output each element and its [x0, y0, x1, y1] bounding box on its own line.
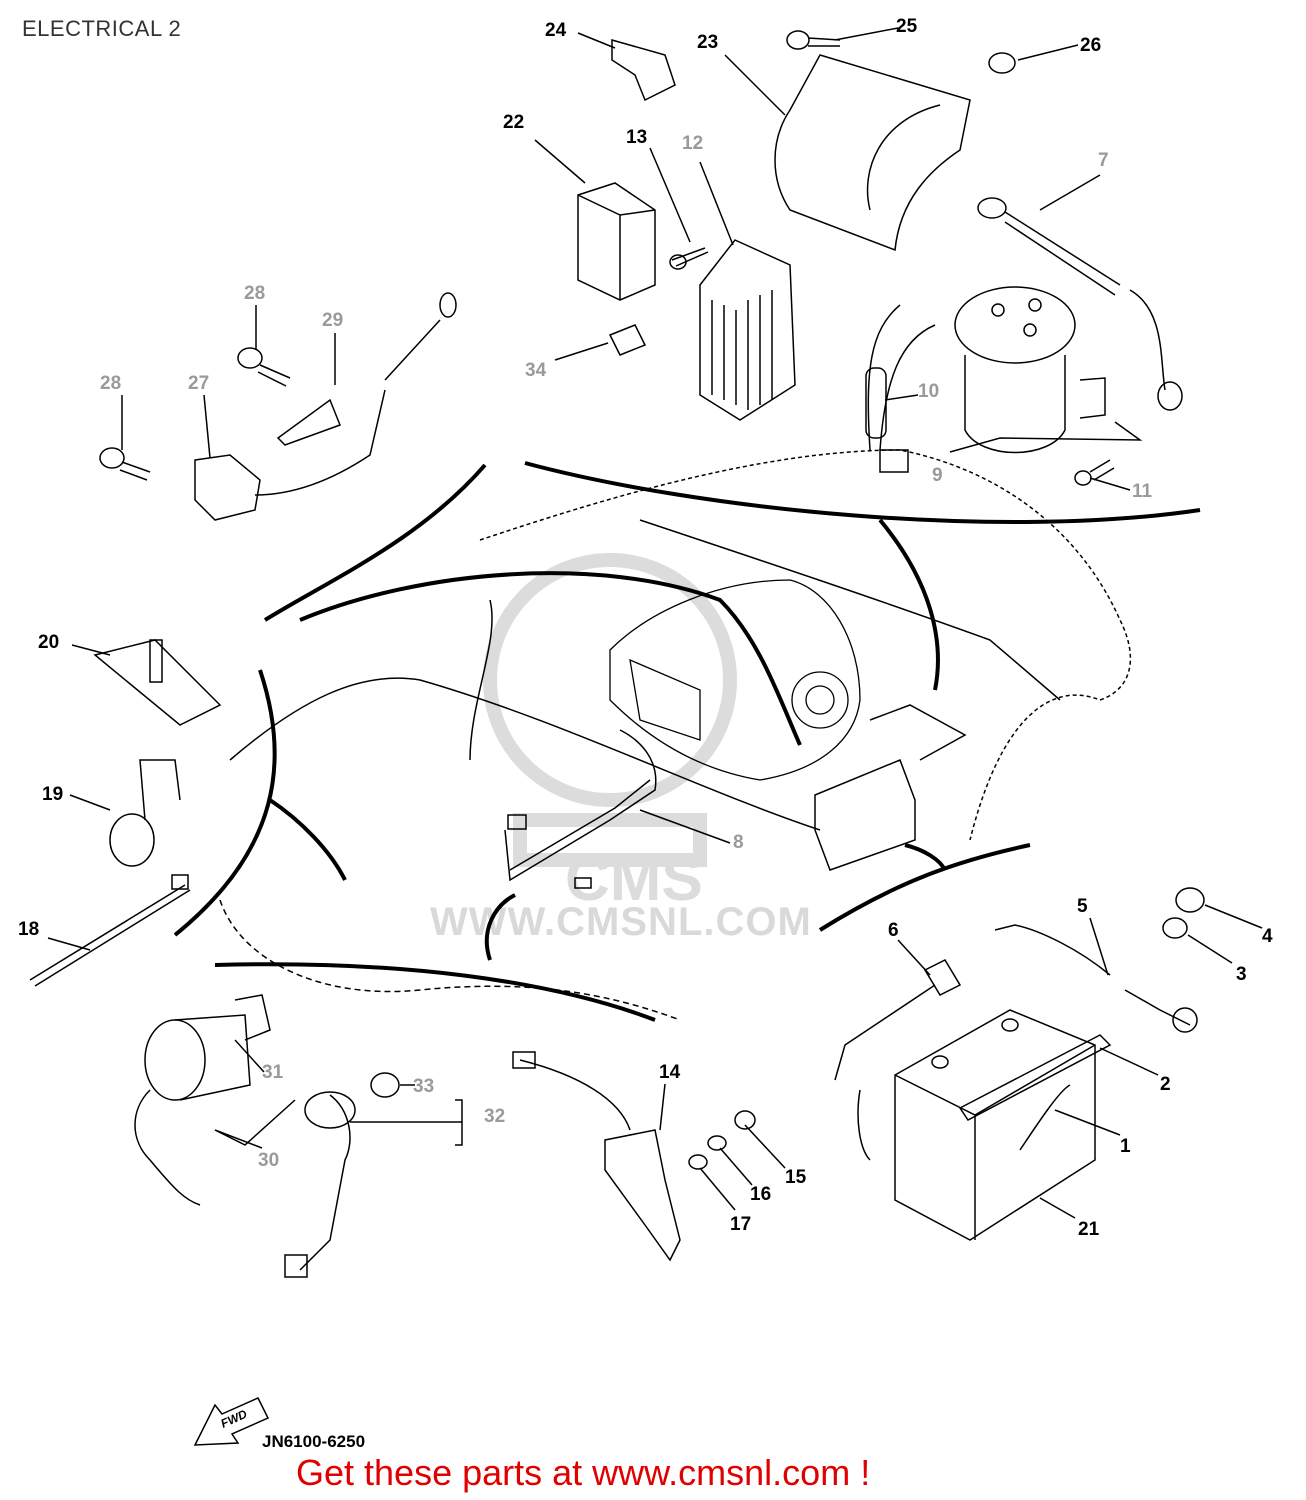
callout-12: 12 — [682, 133, 703, 154]
sensor-bracket-assembly — [99, 292, 457, 521]
engine-sketch — [609, 579, 861, 781]
callout-24: 24 — [545, 20, 567, 41]
callout-8: 8 — [733, 832, 744, 853]
callout-21: 21 — [1078, 1219, 1100, 1240]
callout-15: 15 — [785, 1167, 807, 1188]
callout-9: 9 — [932, 465, 943, 486]
small-hardware — [608, 30, 1115, 486]
callout-29: 29 — [322, 310, 343, 331]
left-parts — [29, 639, 222, 987]
battery-tray-center — [814, 704, 967, 871]
watermark-logo — [483, 553, 737, 867]
callout-7: 7 — [1098, 150, 1109, 171]
callout-10: 10 — [918, 381, 939, 402]
battery-cable — [977, 197, 1183, 411]
callout-14: 14 — [659, 1062, 681, 1083]
callout-18: 18 — [18, 919, 39, 940]
callout-28-left: 28 — [100, 373, 121, 394]
callout-32: 32 — [484, 1106, 505, 1127]
diagram-title: ELECTRICAL 2 — [22, 16, 182, 41]
callout-31: 31 — [262, 1062, 284, 1083]
callout-27: 27 — [188, 373, 209, 394]
neutral-switch-assembly — [512, 1051, 756, 1262]
chassis-outline — [219, 449, 1132, 1021]
callout-13: 13 — [626, 127, 647, 148]
battery-assembly — [834, 887, 1205, 1241]
starter-relay — [954, 286, 1106, 454]
callout-2: 2 — [1160, 1074, 1171, 1095]
forward-arrow-icon — [193, 1397, 270, 1446]
callout-23: 23 — [697, 32, 718, 53]
callout-28-top: 28 — [244, 283, 265, 304]
ignition-switch-assembly — [134, 994, 463, 1278]
callout-17: 17 — [730, 1214, 751, 1235]
callout-1: 1 — [1120, 1136, 1131, 1157]
parts-link[interactable]: Get these parts at www.cmsnl.com ! — [296, 1452, 871, 1493]
watermark-text: WWW.CMSNL.COM — [430, 900, 812, 944]
callout-22: 22 — [503, 112, 524, 133]
callout-19: 19 — [42, 784, 63, 805]
callout-4: 4 — [1262, 926, 1273, 947]
callout-numbers: 1 2 3 4 5 6 7 8 9 10 11 12 13 14 15 16 1… — [18, 16, 1273, 1240]
relay-lead — [865, 304, 936, 473]
harness-arcs — [173, 461, 1201, 1022]
callout-34: 34 — [525, 360, 547, 381]
callout-6: 6 — [888, 920, 899, 941]
wire-harness — [504, 729, 657, 889]
callout-3: 3 — [1236, 964, 1247, 985]
watermark-logo-text: CMS — [565, 845, 703, 914]
cdi-unit — [577, 182, 656, 301]
callout-20: 20 — [38, 632, 59, 653]
callout-5: 5 — [1077, 896, 1088, 917]
callout-30: 30 — [258, 1150, 279, 1171]
diagram-code: JN6100-6250 — [262, 1432, 366, 1451]
callout-33: 33 — [413, 1076, 434, 1097]
callout-26: 26 — [1080, 35, 1101, 56]
callout-16: 16 — [750, 1184, 771, 1205]
callout-25: 25 — [896, 16, 918, 37]
electrical-cover — [774, 54, 971, 252]
callout-11: 11 — [1132, 481, 1153, 502]
leader-lines — [47, 27, 1263, 1219]
rectifier-regulator — [699, 239, 796, 421]
